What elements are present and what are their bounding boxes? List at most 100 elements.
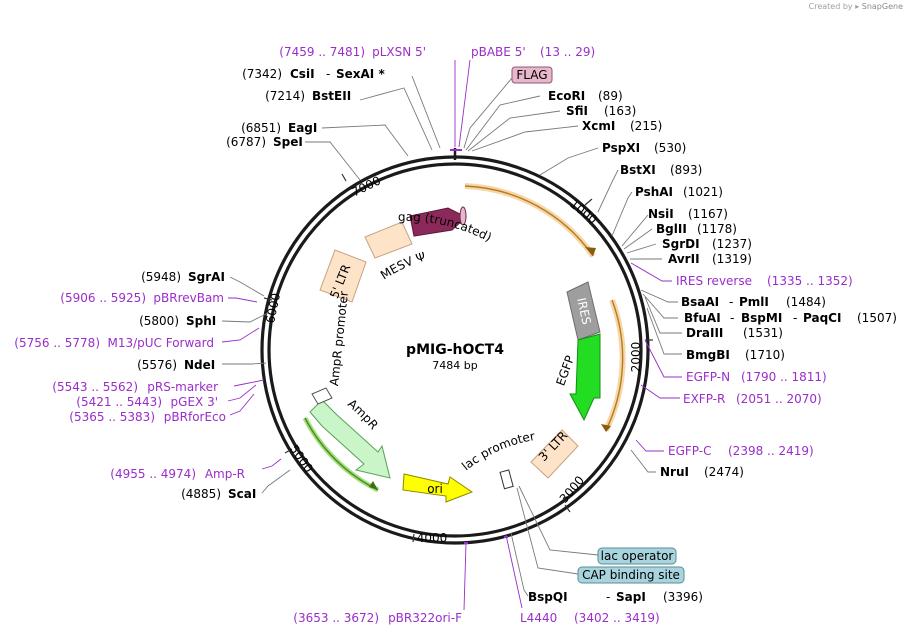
- gag-arrow: [409, 207, 467, 237]
- bglii-pos: (1178): [697, 222, 737, 236]
- prs-leader: [233, 379, 265, 387]
- ruler-tick-5000: [284, 448, 293, 454]
- cap-site-box: [577, 566, 685, 584]
- csii-name: CsiI: [290, 67, 315, 81]
- ndei-name: NdeI: [184, 358, 215, 372]
- ampr-promoter-label: AmpR promoter: [327, 290, 351, 386]
- ecori-leader: [465, 95, 541, 151]
- sgrai-pos: (5948): [141, 270, 181, 284]
- bspqi-name: BspQI: [528, 590, 568, 604]
- bfuai-sep: -: [730, 311, 734, 325]
- lac-promoter-label: lac promoter: [459, 429, 536, 473]
- eagi-pos: (6851): [241, 121, 281, 135]
- bsteii-pos: (7214): [265, 89, 305, 103]
- m13-name: M13/pUC Forward: [107, 336, 214, 350]
- plxsn-coords: (7459 .. 7481): [279, 45, 365, 59]
- pbrrevbam-leader: [228, 297, 258, 303]
- xcmi-pos: (215): [630, 119, 662, 133]
- orf-stripe-2-line: [605, 299, 624, 431]
- sgrdi-pos: (1237): [712, 237, 752, 251]
- amp-r-leader: [261, 458, 282, 470]
- m13-leader: [221, 327, 260, 343]
- sgrdi-leader: [626, 243, 657, 254]
- pbrrevbam-coords: (5906 .. 5925): [60, 291, 146, 305]
- egfp-label: EGFP: [553, 354, 577, 388]
- scai-pos: (4885): [181, 487, 221, 501]
- ires-rev-name: IRES reverse: [676, 274, 752, 288]
- prs-name: pRS-marker: [147, 380, 218, 394]
- nsii-leader: [621, 214, 649, 247]
- bmgbi-pos: (1710): [745, 348, 785, 362]
- pspxi-name: PspXI: [602, 141, 640, 155]
- pbabe-name: pBABE 5': [471, 45, 526, 59]
- egfp-c-coords: (2398 .. 2419): [728, 444, 814, 458]
- snapgene-credit: Created by ▸ SnapGene: [809, 2, 903, 11]
- eagi-name: EagI: [288, 121, 317, 135]
- ruler-label-1000: 1000: [567, 197, 600, 227]
- pbrrevbam-name: pBRrevBam: [153, 291, 224, 305]
- draiii-leader: [644, 296, 682, 334]
- draiii-pos: (1531): [743, 326, 783, 340]
- sgrai-name: SgrAI: [188, 270, 225, 284]
- bmgbi-leader: [646, 307, 682, 355]
- ltr3-arrow: [530, 429, 579, 479]
- eagi-leader: [321, 124, 409, 157]
- pbrforeco-coords: (5365 .. 5383): [69, 410, 155, 424]
- exfp-r-coords: (2051 .. 2070): [736, 392, 822, 406]
- sfii-leader: [467, 110, 561, 152]
- feature-lac-promoter: lac promoter: [459, 429, 536, 490]
- orf-arrowhead-1: [585, 247, 596, 256]
- flag-box: [511, 66, 553, 84]
- plxsn-name: pLXSN 5': [372, 45, 426, 59]
- sfii-name: SfiI: [566, 104, 588, 118]
- nsii-pos: (1167): [688, 207, 728, 221]
- ires-label: IRES: [574, 296, 593, 325]
- bspqi-pos: (3396): [663, 590, 703, 604]
- ecori-pos: (89): [598, 89, 623, 103]
- ruler-tick-7000: [341, 173, 347, 182]
- avrii-pos: (1319): [712, 252, 752, 266]
- nrui-pos: (2474): [704, 465, 744, 479]
- l4440-leader: [505, 534, 523, 609]
- bfuai-pos: (1507): [857, 311, 897, 325]
- ires-arrow: [566, 281, 601, 341]
- leader-lines: [221, 59, 682, 611]
- feature-ltr5: 5' LTR: [319, 249, 367, 303]
- bstxi-pos: (893): [670, 163, 702, 177]
- bfuai-sep2: -: [793, 311, 797, 325]
- pbr322-leader: [463, 542, 467, 611]
- ori-label: ori: [427, 482, 443, 496]
- bsaai-name: BsaAI: [681, 295, 719, 309]
- cap-site-leader: [516, 487, 579, 575]
- pbr322-name: pBR322ori-F: [388, 611, 462, 625]
- feature-ltr3: 3' LTR: [530, 429, 579, 479]
- orf-arrowhead-2: [601, 424, 611, 432]
- ampr-arrow: [309, 399, 391, 479]
- sexai-name: SexAI *: [336, 67, 385, 81]
- spei-name: SpeI: [273, 135, 303, 149]
- ori-arrow: [402, 473, 474, 503]
- bglii-name: BglII: [656, 222, 687, 236]
- bspqi-leader: [510, 532, 529, 597]
- bsaai-sep: -: [729, 295, 733, 309]
- bmgbi-name: BmgBI: [686, 348, 730, 362]
- ruler-tick-6000: [263, 297, 273, 301]
- pshai-name: PshAI: [635, 185, 673, 199]
- gag-end-marker: [459, 206, 467, 226]
- egfp-c-name: EGFP-C: [668, 444, 711, 458]
- ndei-leader: [222, 362, 267, 365]
- ampr-outer-arrowhead: [369, 481, 378, 490]
- exfp-r-name: EXFP-R: [683, 392, 725, 406]
- egfp-n-name: EGFP-N: [686, 370, 730, 384]
- bspmi-name: BspMI: [741, 311, 782, 325]
- cap-site-label: CAP binding site: [582, 568, 680, 582]
- m13-coords: (5756 .. 5778): [14, 336, 100, 350]
- egfp-n-coords: (1790 .. 1811): [741, 370, 827, 384]
- lac-operator-label: lac operator: [601, 549, 674, 563]
- ruler-tick-1000: [584, 198, 593, 206]
- ndei-pos: (5576): [137, 358, 177, 372]
- backbone: [260, 148, 650, 545]
- ruler-label-6000: 6000: [263, 292, 283, 325]
- bstxi-leader: [597, 169, 619, 213]
